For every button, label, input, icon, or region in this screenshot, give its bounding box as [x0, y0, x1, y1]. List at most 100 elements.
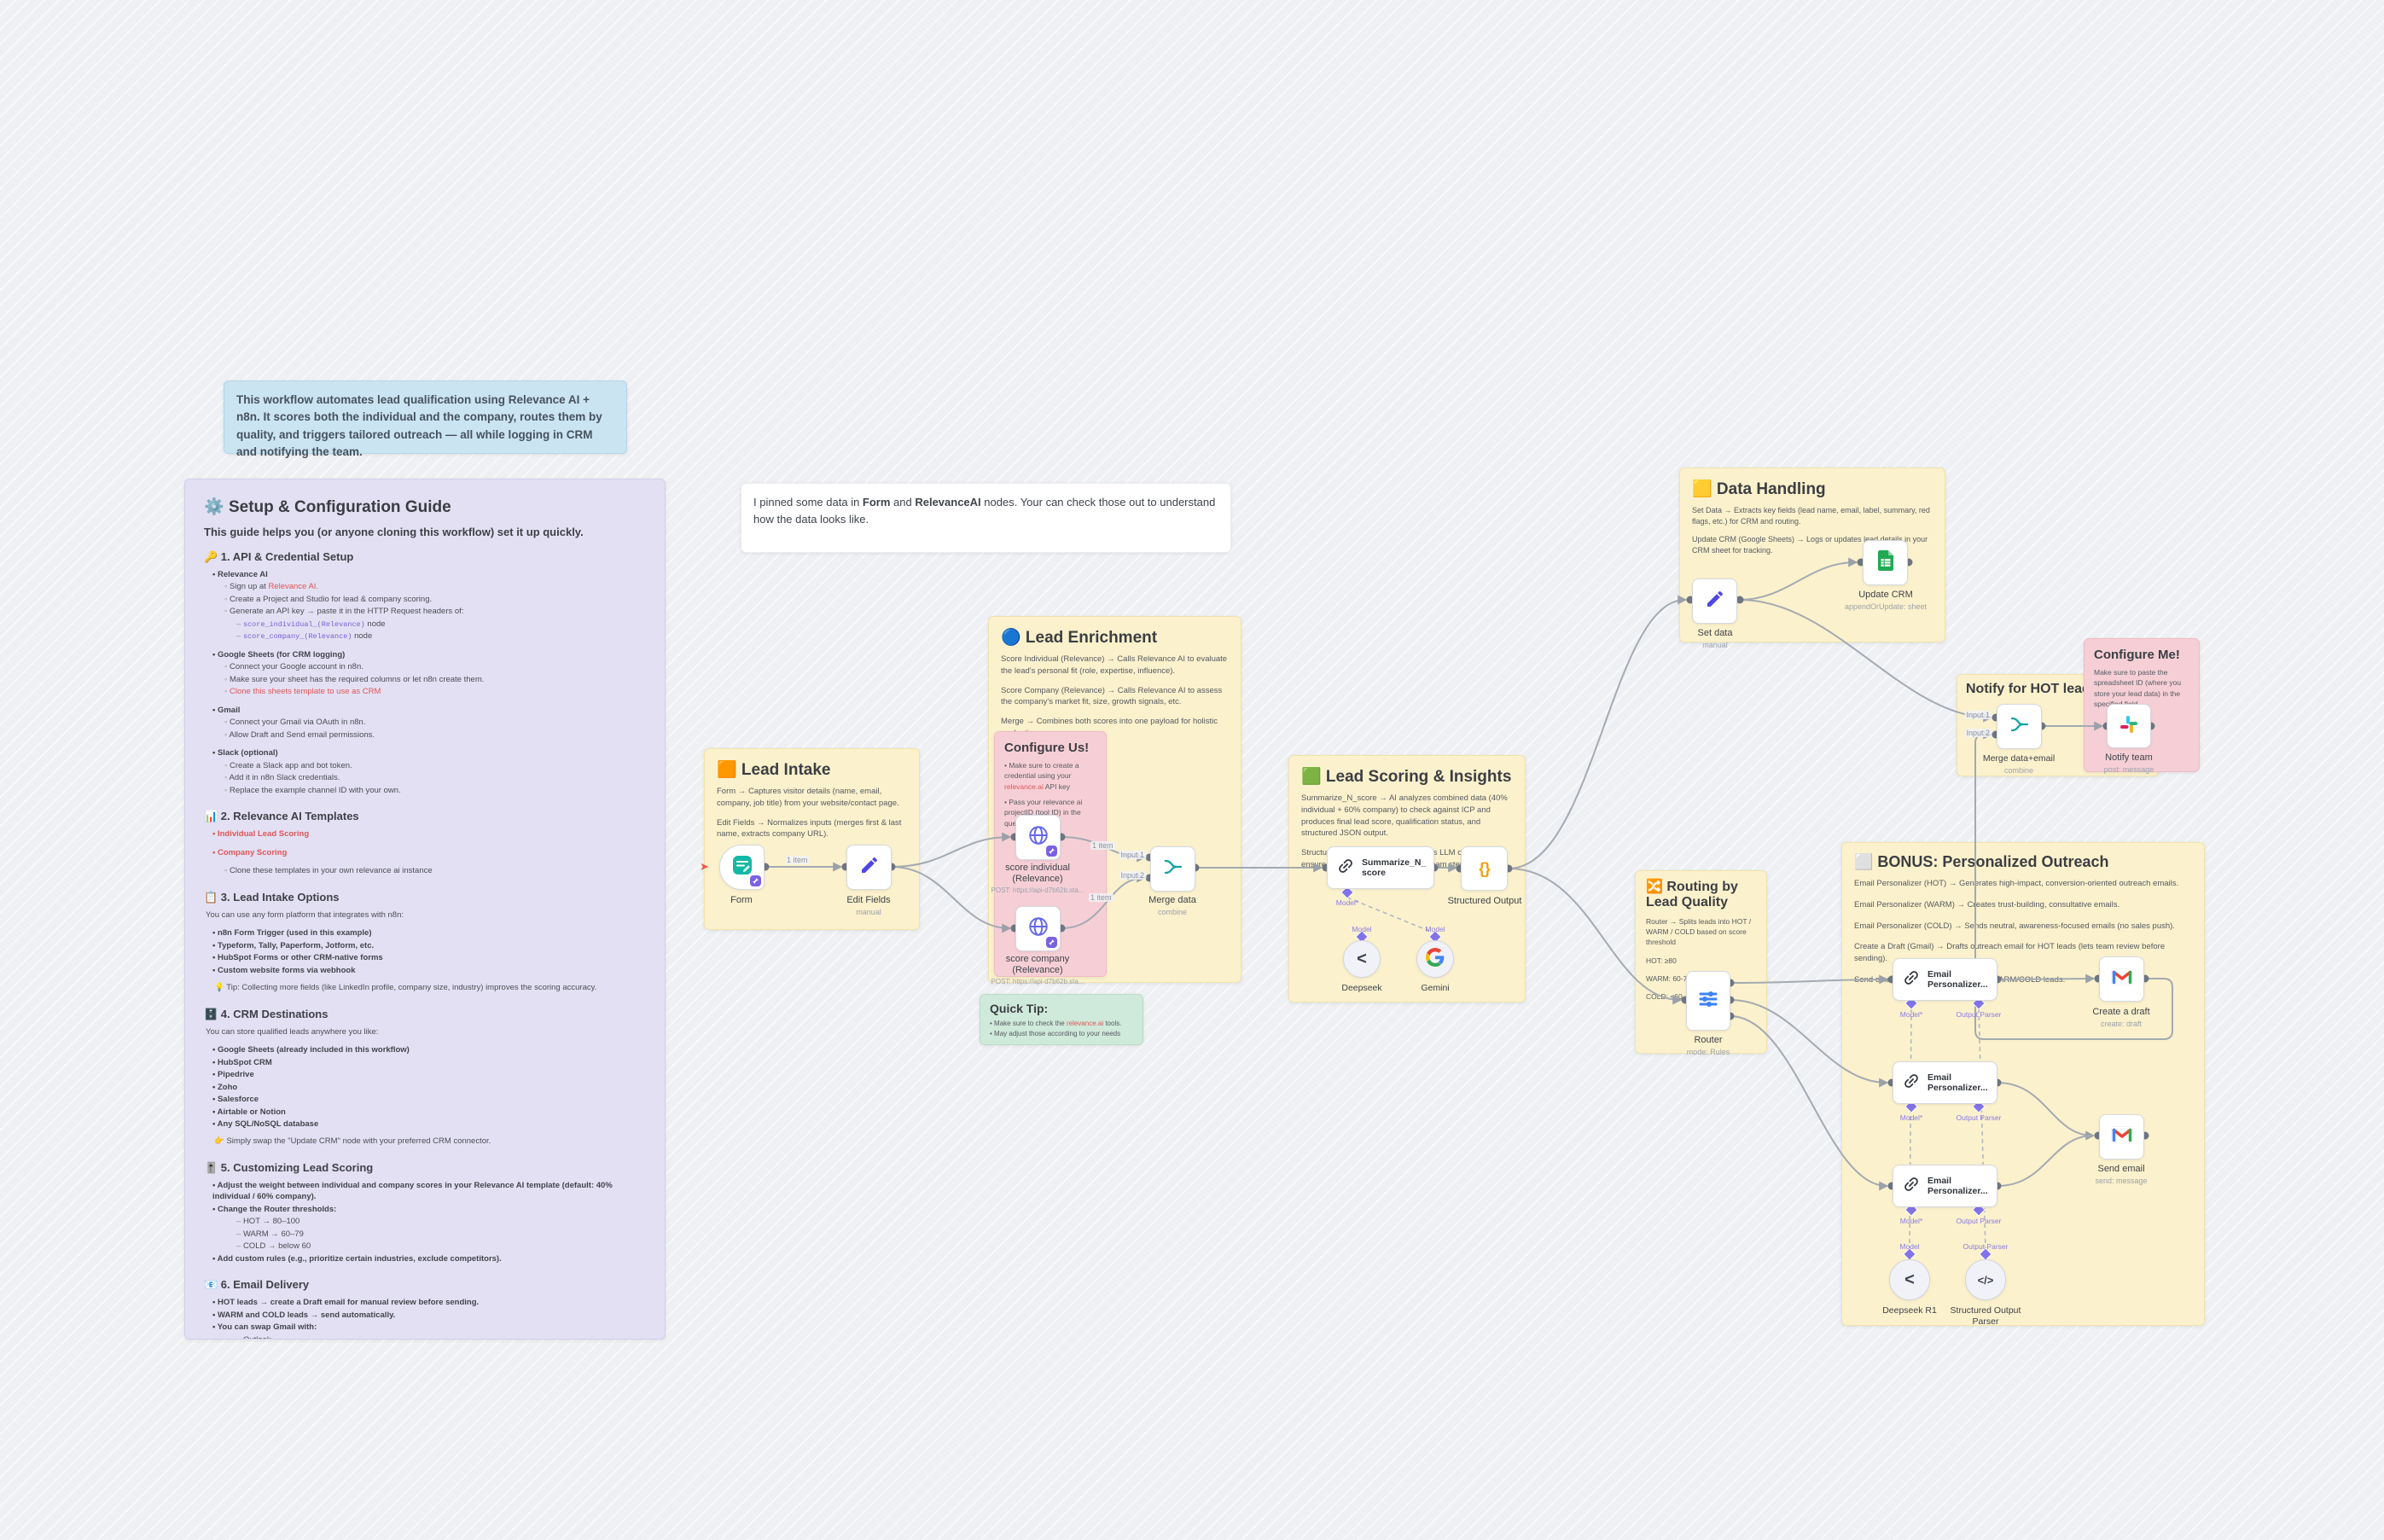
sticky-quick-tip[interactable]: Quick Tip: • Make sure to check the rele… — [980, 994, 1143, 1045]
node-gemini-model[interactable] — [1416, 940, 1454, 978]
node-summarize-n-score[interactable]: Summarize_N_score — [1327, 846, 1434, 889]
label-send-email: Send email — [2097, 1164, 2145, 1174]
label-deepseek-r1: Deepseek R1 — [1882, 1305, 1937, 1316]
label-router: Router — [1694, 1035, 1723, 1045]
globe-icon — [1027, 824, 1050, 851]
pencil-icon — [1705, 589, 1725, 613]
node-update-crm[interactable] — [1863, 540, 1908, 585]
guide-line: You can use any form platform that integ… — [206, 909, 404, 920]
guide-line: Pipedrive — [204, 1069, 646, 1080]
configure-me-title: Configure Me! — [2094, 648, 2180, 662]
guide-line: Connect your Gmail via OAuth in n8n. — [204, 717, 646, 728]
guide-line: Zoho — [204, 1082, 646, 1093]
guide-line: HOT leads → create a Draft email for man… — [204, 1297, 646, 1308]
guide-section-1-title: 🔑 1. API & Credential Setup — [204, 550, 354, 563]
node-structured-output-parser[interactable]: </> — [1965, 1259, 2006, 1300]
model-connector-label[interactable]: Model* — [1899, 1010, 1923, 1019]
pencil-icon — [859, 855, 880, 880]
output-parser-connector-label[interactable]: Output Parser — [1956, 1113, 2002, 1122]
sticky-lead-intake[interactable]: 🟧 Lead Intake Form → Captures visitor de… — [704, 748, 920, 930]
overview-text: This workflow automates lead qualificati… — [236, 393, 602, 458]
guide-line: Custom website forms via webhook — [204, 965, 646, 976]
guide-section-6-title: 📧 6. Email Delivery — [204, 1278, 310, 1292]
label-merge-data: Merge data — [1148, 895, 1196, 905]
pinned-data-icon — [750, 875, 761, 886]
notify-hot-title: Notify for HOT lead — [1966, 682, 2090, 696]
quick-tip-title: Quick Tip: — [990, 1002, 1049, 1015]
label-form: Form — [730, 895, 753, 905]
node-notify-team-slack[interactable] — [2107, 704, 2151, 748]
guide-line: Any SQL/NoSQL database — [204, 1119, 646, 1130]
guide-line: Create a Project and Studio for lead & c… — [204, 594, 646, 605]
merge-input1-label: Input 1 — [1964, 711, 1992, 719]
guide-line: Google Sheets (for CRM logging) — [204, 649, 646, 660]
node-edit-fields[interactable] — [846, 845, 892, 890]
guide-link-company-scoring[interactable]: Company Scoring — [204, 847, 646, 858]
model-connector-label[interactable]: Model* — [1899, 1113, 1923, 1122]
guide-line: WARM and COLD leads → send automatically… — [204, 1310, 646, 1321]
quick-tip-b1: • Make sure to check the relevance.ai to… — [990, 1020, 1122, 1027]
guide-link-sheet-template[interactable]: Clone this sheets template to use as CRM — [204, 686, 646, 697]
node-email-personalizer-warm[interactable]: Email Personalizer... — [1893, 1061, 1997, 1104]
output-parser-connector-label[interactable]: Output Parser — [1956, 1217, 2002, 1225]
chain-link-icon — [1902, 968, 1921, 991]
globe-icon — [1027, 915, 1050, 942]
guide-tip: 💡 Tip: Collecting more fields (like Link… — [214, 983, 597, 993]
guide-link-individual-scoring[interactable]: Individual Lead Scoring — [204, 828, 646, 840]
sticky-workflow-overview[interactable]: This workflow automates lead qualificati… — [224, 381, 627, 458]
guide-line: COLD → below 60 — [204, 1241, 646, 1252]
code-brackets-icon: </> — [1977, 1273, 1994, 1287]
node-deepseek-r1-model[interactable]: < — [1889, 1259, 1930, 1300]
guide-line: Change the Router thresholds: — [204, 1204, 646, 1215]
output-parser-connector-label[interactable]: Output Parser — [1956, 1010, 2002, 1019]
caption-score-individual: POST: https://api-d7b62b.sta... — [991, 886, 1084, 894]
guide-line: HubSpot Forms or other CRM-native forms — [204, 952, 646, 963]
guide-line: n8n Form Trigger (used in this example) — [204, 927, 646, 939]
node-form-trigger[interactable] — [719, 845, 765, 890]
edge-label-items: 1 item — [785, 856, 810, 864]
node-deepseek-model[interactable]: < — [1343, 940, 1381, 978]
node-send-email-gmail[interactable] — [2099, 1114, 2144, 1159]
node-score-individual[interactable] — [1015, 815, 1061, 860]
guide-section-4-title: 🗄️ 4. CRM Destinations — [204, 1007, 329, 1020]
merge-input2-label: Input 2 — [1119, 871, 1146, 880]
node-label-in line: Email Personalizer... — [1928, 1072, 1988, 1093]
routing-p1: Router → Splits leads into HOT / WARM / … — [1646, 916, 1752, 947]
routing-hot: HOT: ≥80 — [1646, 956, 1677, 965]
output-parser-connector-label[interactable]: Output Parser — [1962, 1242, 2009, 1251]
guide-line: Slack (optional) — [204, 747, 646, 758]
node-structured-output[interactable]: { } — [1461, 846, 1508, 891]
slack-icon — [2119, 714, 2139, 739]
sticky-pinned-data-note[interactable]: I pinned some data in Form and Relevance… — [741, 483, 1231, 553]
model-connector-label[interactable]: Model — [1899, 1242, 1920, 1251]
node-label-inline: Email Personalizer... — [1928, 968, 1988, 990]
model-connector-label[interactable]: Model* — [1335, 898, 1359, 907]
model-connector-label[interactable]: Model — [1425, 925, 1445, 933]
node-create-draft-gmail[interactable] — [2099, 956, 2144, 1002]
node-email-personalizer-cold[interactable]: Email Personalizer... — [1893, 1165, 1997, 1207]
guide-line: Relevance AI — [204, 569, 646, 580]
sticky-setup-guide[interactable]: ⚙️ Setup & Configuration Guide This guid… — [184, 479, 666, 1340]
label-gemini: Gemini — [1421, 983, 1450, 993]
guide-section-3-title: 📋 3. Lead Intake Options — [204, 890, 340, 904]
node-score-company[interactable] — [1015, 906, 1061, 951]
label-structured-output-parser: Structured Output Parser — [1950, 1305, 2021, 1327]
guide-line: HOT → 80–100 — [204, 1216, 646, 1227]
label-score-company: score company (Relevance) — [1005, 954, 1070, 976]
node-merge-data-email[interactable] — [1997, 704, 2042, 749]
chain-link-icon — [1902, 1072, 1921, 1095]
model-connector-label[interactable]: Model* — [1899, 1217, 1923, 1225]
node-set-data[interactable] — [1692, 578, 1737, 624]
label-score-individual: score individual (Relevance) — [1005, 863, 1070, 885]
node-merge-data[interactable] — [1150, 846, 1195, 892]
node-router-switch[interactable] — [1686, 971, 1730, 1031]
guide-section-2-title: 📊 2. Relevance AI Templates — [204, 810, 359, 823]
deepseek-icon: < — [1904, 1270, 1915, 1289]
form-icon — [731, 854, 753, 880]
chain-link-icon — [1902, 1175, 1921, 1198]
pinned-data-icon — [1046, 846, 1057, 857]
node-email-personalizer-hot[interactable]: Email Personalizer... — [1893, 958, 1997, 1001]
model-connector-label[interactable]: Model — [1352, 925, 1372, 933]
edge-label-items: 1 item — [1090, 841, 1115, 850]
